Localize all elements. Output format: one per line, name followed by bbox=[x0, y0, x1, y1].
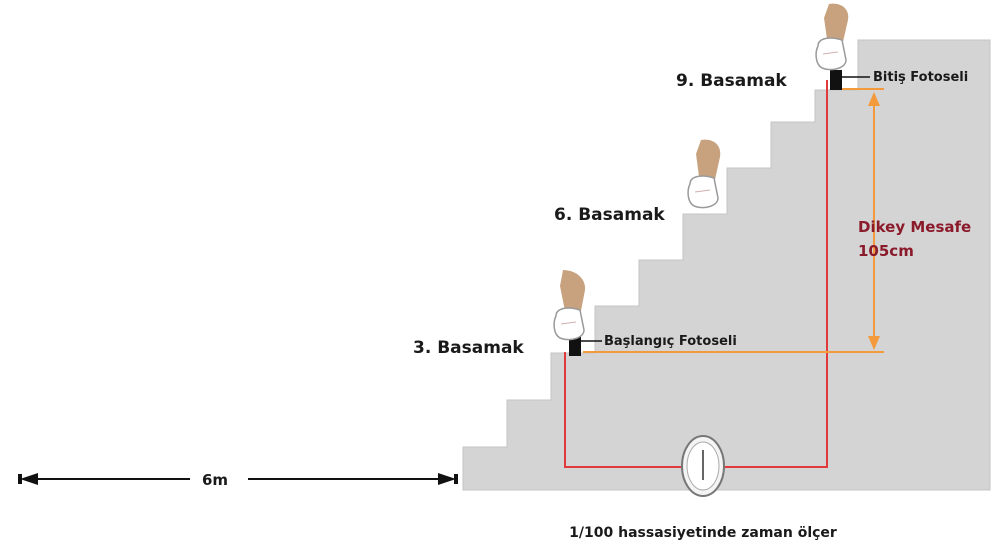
start-photocell-icon bbox=[569, 336, 581, 356]
foot-on-step-3-icon bbox=[553, 270, 586, 341]
foot-on-step-6-icon bbox=[687, 139, 721, 209]
vertical-distance-arrow bbox=[868, 92, 880, 350]
vertical-distance-value: 105cm bbox=[858, 242, 914, 260]
staircase bbox=[462, 39, 991, 491]
step-6-label: 6. Basamak bbox=[554, 205, 665, 225]
finish-photocell-icon bbox=[830, 70, 842, 90]
run-up-distance-label: 6m bbox=[202, 471, 228, 489]
start-photocell-label: Başlangıç Fotoseli bbox=[604, 334, 737, 349]
step-3-label: 3. Basamak bbox=[413, 338, 524, 358]
run-up-distance-arrow bbox=[18, 473, 458, 485]
vertical-distance-label: Dikey Mesafe bbox=[858, 218, 971, 236]
timer-caption: 1/100 hassasiyetinde zaman ölçer bbox=[569, 525, 837, 541]
step-9-label: 9. Basamak bbox=[676, 71, 787, 91]
stopwatch-icon bbox=[681, 435, 725, 497]
finish-photocell-label: Bitiş Fotoseli bbox=[873, 70, 968, 85]
foot-on-step-9-icon bbox=[815, 3, 849, 71]
